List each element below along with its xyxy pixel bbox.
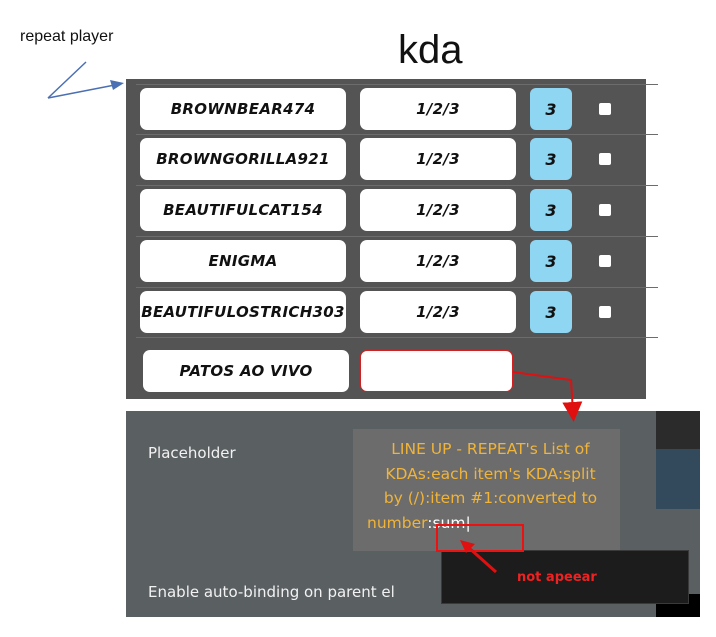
red-pointer-arrow — [512, 371, 583, 422]
row-checkbox[interactable] — [599, 255, 611, 267]
editor-side-strip — [656, 411, 700, 449]
placeholder-label: Placeholder — [148, 444, 236, 462]
expression-line: by (/):item #1:converted to — [383, 489, 598, 507]
player-kda-cell: 1/2/3 — [360, 240, 516, 282]
row-divider — [136, 185, 658, 186]
player-name-cell: BROWNGORILLA921 — [140, 138, 346, 180]
expression-line: LINE UP - REPEAT's List of — [391, 440, 590, 458]
expression-line-last: number — [367, 513, 428, 532]
player-name-cell: BEAUTIFULOSTRICH303 — [140, 291, 346, 333]
repeat-player-annotation: repeat player — [20, 28, 114, 45]
repeat-group-panel — [126, 79, 646, 399]
text-cursor: | — [465, 513, 471, 532]
row-checkbox[interactable] — [599, 204, 611, 216]
kda-count-badge: 3 — [530, 88, 572, 130]
row-divider — [136, 84, 658, 85]
auto-binding-label: Enable auto-binding on parent el — [148, 583, 395, 601]
kda-annotation: kda — [398, 28, 463, 72]
player-kda-cell: 1/2/3 — [360, 138, 516, 180]
row-divider — [136, 236, 658, 237]
red-dropdown-arrow — [460, 540, 497, 574]
player-kda-cell: 1/2/3 — [360, 291, 516, 333]
team-name-cell: PATOS AO VIVO — [143, 350, 349, 392]
blue-pointer-arrow — [47, 61, 124, 99]
row-divider — [136, 134, 658, 135]
row-divider — [136, 337, 658, 338]
not-appear-annotation: not apeear — [517, 570, 597, 585]
kda-count-badge: 3 — [530, 138, 572, 180]
player-kda-cell: 1/2/3 — [360, 189, 516, 231]
row-checkbox[interactable] — [599, 306, 611, 318]
player-name-cell: ENIGMA — [140, 240, 346, 282]
editor-side-strip — [656, 449, 700, 509]
kda-count-badge: 3 — [530, 240, 572, 282]
row-checkbox[interactable] — [599, 103, 611, 115]
row-checkbox[interactable] — [599, 153, 611, 165]
player-name-cell: BEAUTIFULCAT154 — [140, 189, 346, 231]
kda-count-badge: 3 — [530, 291, 572, 333]
player-kda-cell: 1/2/3 — [360, 88, 516, 130]
kda-count-badge: 3 — [530, 189, 572, 231]
player-name-cell: BROWNBEAR474 — [140, 88, 346, 130]
expression-line: KDAs:each item's KDA:split — [385, 464, 596, 483]
kda-sum-input[interactable] — [360, 350, 513, 392]
highlight-box — [436, 524, 524, 552]
row-divider — [136, 287, 658, 288]
